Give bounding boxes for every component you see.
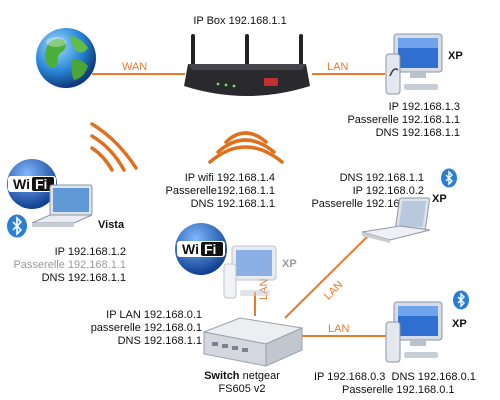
vista-dns: DNS 192.168.1.1 [41,272,126,284]
ip-box-label-text: IP Box 192.168.1.1 [193,15,287,27]
xp-bottom-dns: DNS 192.168.0.1 [391,371,476,383]
xp-top-ip: IP 192.168.1.3 [388,101,460,113]
bluetooth-icon [452,290,470,310]
switch-icon [200,314,304,370]
router-icon [182,34,312,104]
wan-link-label: WAN [122,61,148,73]
laptop-right-gateway: Passerelle 192.168.0.1 [311,198,424,210]
desktop-pc-icon [384,300,446,366]
wifi-badge-text-fi: Fi [35,176,47,192]
wifi-badge-text-wi: Wi [13,176,30,192]
wifi-badge-icon: Wi Fi [4,158,60,210]
xp-bottom-info: IP 192.168.0.3 DNS 192.168.0.1 Passerell… [314,371,498,397]
xp-top-dns: DNS 192.168.1.1 [375,127,460,139]
laptop-right-ip: IP 192.168.0.2 [352,185,424,197]
switch-name-rest: netgear [239,370,280,382]
switch-name: Switch netgear FS605 v2 [182,370,302,396]
switch-ip: IP LAN 192.168.0.1 [106,309,202,321]
wifi-badge-text-fi: Fi [204,241,216,257]
wireless-waves-left-icon [90,122,138,172]
xp-bottom-os-label: XP [452,318,467,330]
switch-name-bold: Switch [204,370,240,382]
laptop-right-info: DNS 192.168.1.1 IP 192.168.0.2 Passerell… [290,172,424,211]
switch-gateway: passerelle 192.168.0.1 [90,322,202,334]
vista-os-label: Vista [98,219,125,231]
wifi-badge-text-wi: Wi [182,241,199,257]
xp-faded-os-label: XP [282,258,297,270]
wifi-router-info: IP wifi 192.168.1.4 Passerelle192.168.1.… [140,172,275,211]
xp-top-os-label: XP [448,50,463,62]
globe-icon [34,26,98,90]
wifi-badge-icon: Wi Fi [172,222,230,276]
laptop-icon [360,196,434,248]
xp-bottom-ip: IP 192.168.0.3 [314,371,386,383]
vista-gateway: Passerelle 192.168.1.1 [13,259,126,271]
switch-dns: DNS 192.168.1.1 [117,335,202,347]
wifi-router-dns: DNS 192.168.1.1 [190,198,275,210]
ip-box-label: IP Box 192.168.1.1 [180,15,300,28]
laptop-right-os-label: XP [432,193,447,205]
bluetooth-icon [440,168,458,188]
desktop-pc-icon [222,244,278,302]
xp-top-gateway: Passerelle 192.168.1.1 [347,114,460,126]
desktop-pc-icon [384,32,446,98]
switch-model: FS605 v2 [218,383,266,395]
lan-link-label-top: LAN [327,61,349,73]
lan-link-switch-laptop [284,231,373,319]
xp-top-info: IP 192.168.1.3 Passerelle 192.168.1.1 DN… [320,101,460,140]
wifi-router-gateway: Passerelle192.168.1.1 [165,185,275,197]
bluetooth-icon [6,214,28,238]
wireless-waves-center-icon [208,131,284,164]
lan-link-label-bottom: LAN [328,323,350,335]
xp-bottom-gateway: Passerelle 192.168.0.1 [342,384,455,396]
wifi-router-ip: IP wifi 192.168.1.4 [184,172,275,184]
laptop-icon [30,183,96,237]
switch-info: IP LAN 192.168.0.1 passerelle 192.168.0.… [82,309,202,348]
laptop-right-dns: DNS 192.168.1.1 [339,172,424,184]
vista-ip: IP 192.168.1.2 [54,246,126,258]
vista-info: IP 192.168.1.2 Passerelle 192.168.1.1 DN… [2,246,126,285]
